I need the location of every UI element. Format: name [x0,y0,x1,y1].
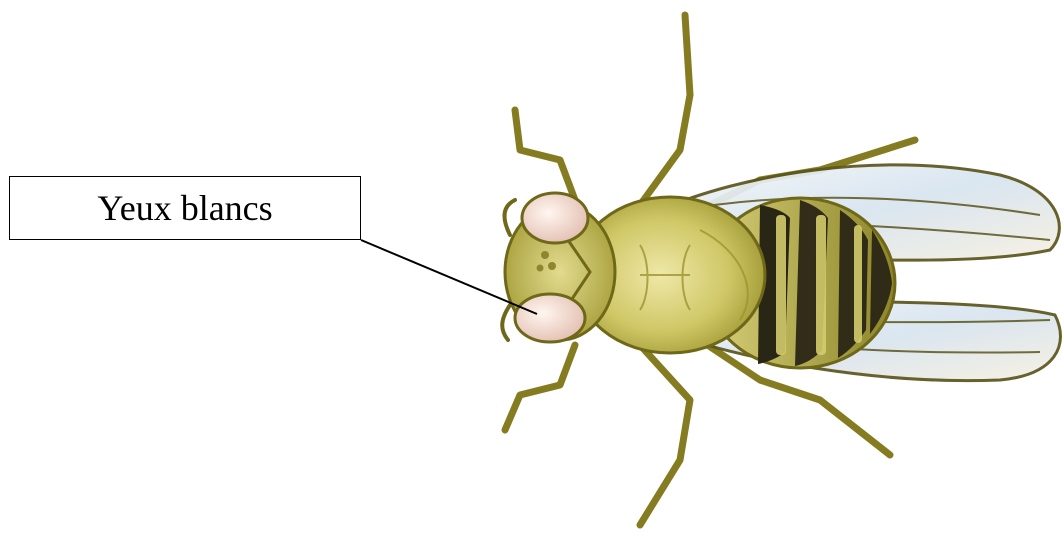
middle-right-leg [640,345,690,525]
label-box: Yeux blancs [9,176,361,240]
white-eyes-label: Yeux blancs [97,187,272,229]
right-eye [515,294,585,342]
front-right-leg [505,345,575,430]
middle-left-leg [640,15,690,205]
left-eye [522,193,588,243]
front-left-leg [515,110,575,200]
